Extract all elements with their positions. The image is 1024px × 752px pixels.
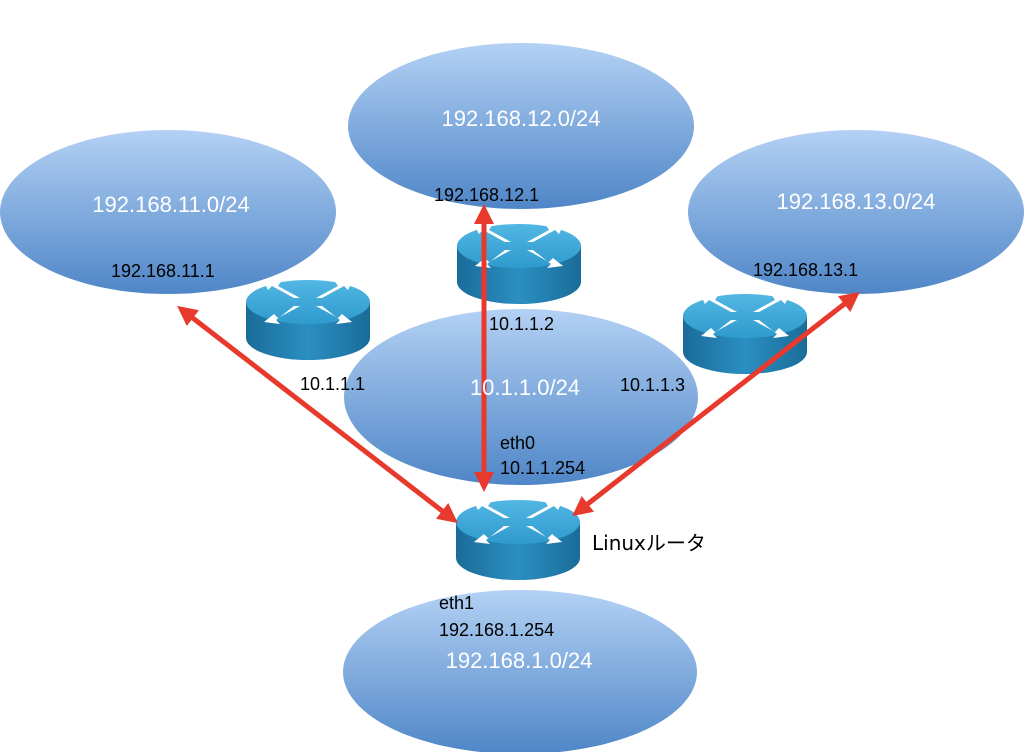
router-icon-linux — [456, 500, 580, 580]
network-label-192-168-11: 192.168.11.0/24 — [92, 192, 249, 217]
network-label-10-1-1: 10.1.1.0/24 — [470, 375, 580, 400]
gateway-label-192-168-13-1: 192.168.13.1 — [753, 260, 858, 280]
router-icon-r3 — [683, 294, 807, 374]
network-label-192-168-13: 192.168.13.0/24 — [776, 189, 935, 214]
router-ip-label-10-1-1-1: 10.1.1.1 — [300, 374, 365, 394]
router-ip-label-10-1-1-2: 10.1.1.2 — [489, 314, 554, 334]
router-icon-r2 — [457, 224, 581, 304]
arrow-to-192-168-11 — [177, 305, 458, 524]
network-cloud-192-168-13 — [688, 130, 1024, 294]
interface-ip-label-eth1: 192.168.1.254 — [439, 620, 554, 640]
gateway-label-192-168-12-1: 192.168.12.1 — [434, 185, 539, 205]
router-icon-r1 — [246, 280, 370, 360]
arrow-to-192-168-13 — [572, 291, 860, 517]
interface-ip-label-eth0: 10.1.1.254 — [500, 458, 585, 478]
router-ip-label-10-1-1-3: 10.1.1.3 — [620, 375, 685, 395]
network-cloud-192-168-12 — [348, 43, 694, 209]
linux-router-label: Linuxルータ — [592, 531, 706, 555]
gateway-label-192-168-11-1: 192.168.11.1 — [111, 261, 215, 281]
interface-label-eth0: eth0 — [500, 433, 535, 453]
network-cloud-192-168-1 — [343, 590, 697, 752]
interface-label-eth1: eth1 — [439, 593, 474, 613]
network-label-192-168-1: 192.168.1.0/24 — [446, 648, 593, 673]
network-label-192-168-12: 192.168.12.0/24 — [441, 106, 600, 131]
network-cloud-192-168-11 — [0, 130, 336, 294]
